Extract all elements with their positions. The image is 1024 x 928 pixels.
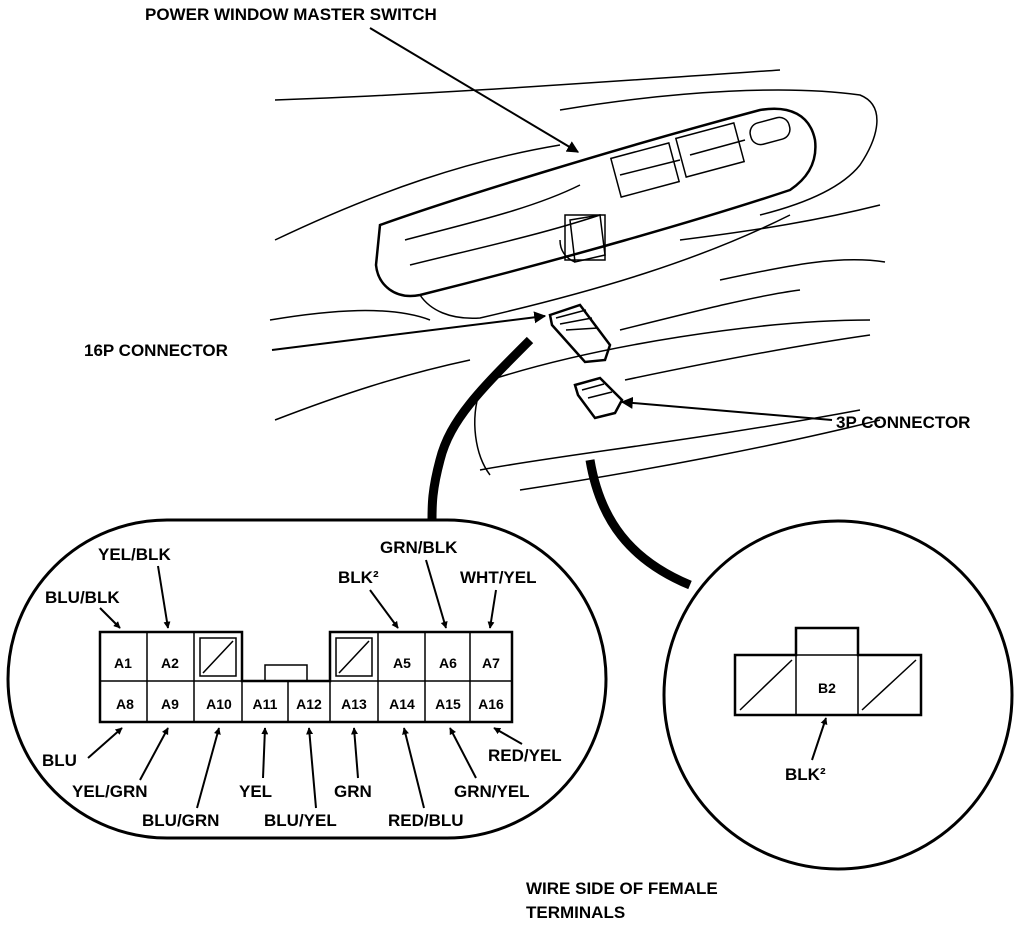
blank-cavity-a4 [335,637,373,677]
wire-label-a16: RED/YEL [488,746,562,765]
wire-label-a9: YEL/GRN [72,782,148,801]
wire-label-a8: BLU [42,751,77,770]
wire-label-a7: WHT/YEL [460,568,537,587]
pin-a6: A6 [439,655,457,671]
pin-a5: A5 [393,655,411,671]
footer-note-line1: WIRE SIDE OF FEMALE [526,879,718,898]
connector-16p-illustration [548,303,612,364]
wire-label-a14: RED/BLU [388,811,464,830]
door-panel-illustration [269,69,886,491]
pin-a10: A10 [206,696,232,712]
connector-16p-callout-oval [6,518,608,840]
wire-label-a5: BLK² [338,568,379,587]
wire-label-a13: GRN [334,782,372,801]
connector-3p-illustration [573,376,624,420]
wire-label-a6: GRN/BLK [380,538,458,557]
connector-16p-latch [264,664,308,682]
connector-16p-detail: A1 A2 A5 A6 A7 A8 A9 A10 A11 A12 A13 A14… [6,518,608,840]
connector-3p-detail: B2 BLK² [662,519,1014,871]
pin-a12: A12 [296,696,322,712]
connector-16p-leader [271,311,547,351]
connector-3p-callout-circle [662,519,1014,871]
wire-label-a2: YEL/BLK [98,545,171,564]
pin-a16: A16 [478,696,504,712]
blank-cavity-b1 [739,659,793,711]
master-switch-leader [369,27,580,153]
pin-a15: A15 [435,696,461,712]
wire-label-b2: BLK² [785,765,826,784]
pin-a2: A2 [161,655,179,671]
pin-a14: A14 [389,696,415,712]
connector-16p-face [98,630,514,724]
connector-3p-leader [620,396,833,421]
master-switch-illustration [374,107,817,319]
pin-b2: B2 [818,680,836,696]
connector-3p-label: 3P CONNECTOR [836,413,970,432]
wire-label-a15: GRN/YEL [454,782,530,801]
cable-3p [585,459,692,590]
connector-16p-label: 16P CONNECTOR [84,341,228,360]
wire-label-a1: BLU/BLK [45,588,120,607]
pin-a7: A7 [482,655,500,671]
pin-a9: A9 [161,696,179,712]
cable-16p [427,336,534,521]
pin-a13: A13 [341,696,367,712]
wire-label-a12: BLU/YEL [264,811,337,830]
blank-cavity-a3 [199,637,237,677]
wire-label-a11: YEL [239,782,272,801]
wire-label-a10: BLU/GRN [142,811,219,830]
master-switch-label: POWER WINDOW MASTER SWITCH [145,5,437,24]
footer-note-line2: TERMINALS [526,903,625,922]
pin-a11: A11 [253,696,278,712]
blank-cavity-b3 [861,659,917,711]
pin-a8: A8 [116,696,134,712]
pin-a1: A1 [114,655,132,671]
connector-3p-face [733,626,923,717]
